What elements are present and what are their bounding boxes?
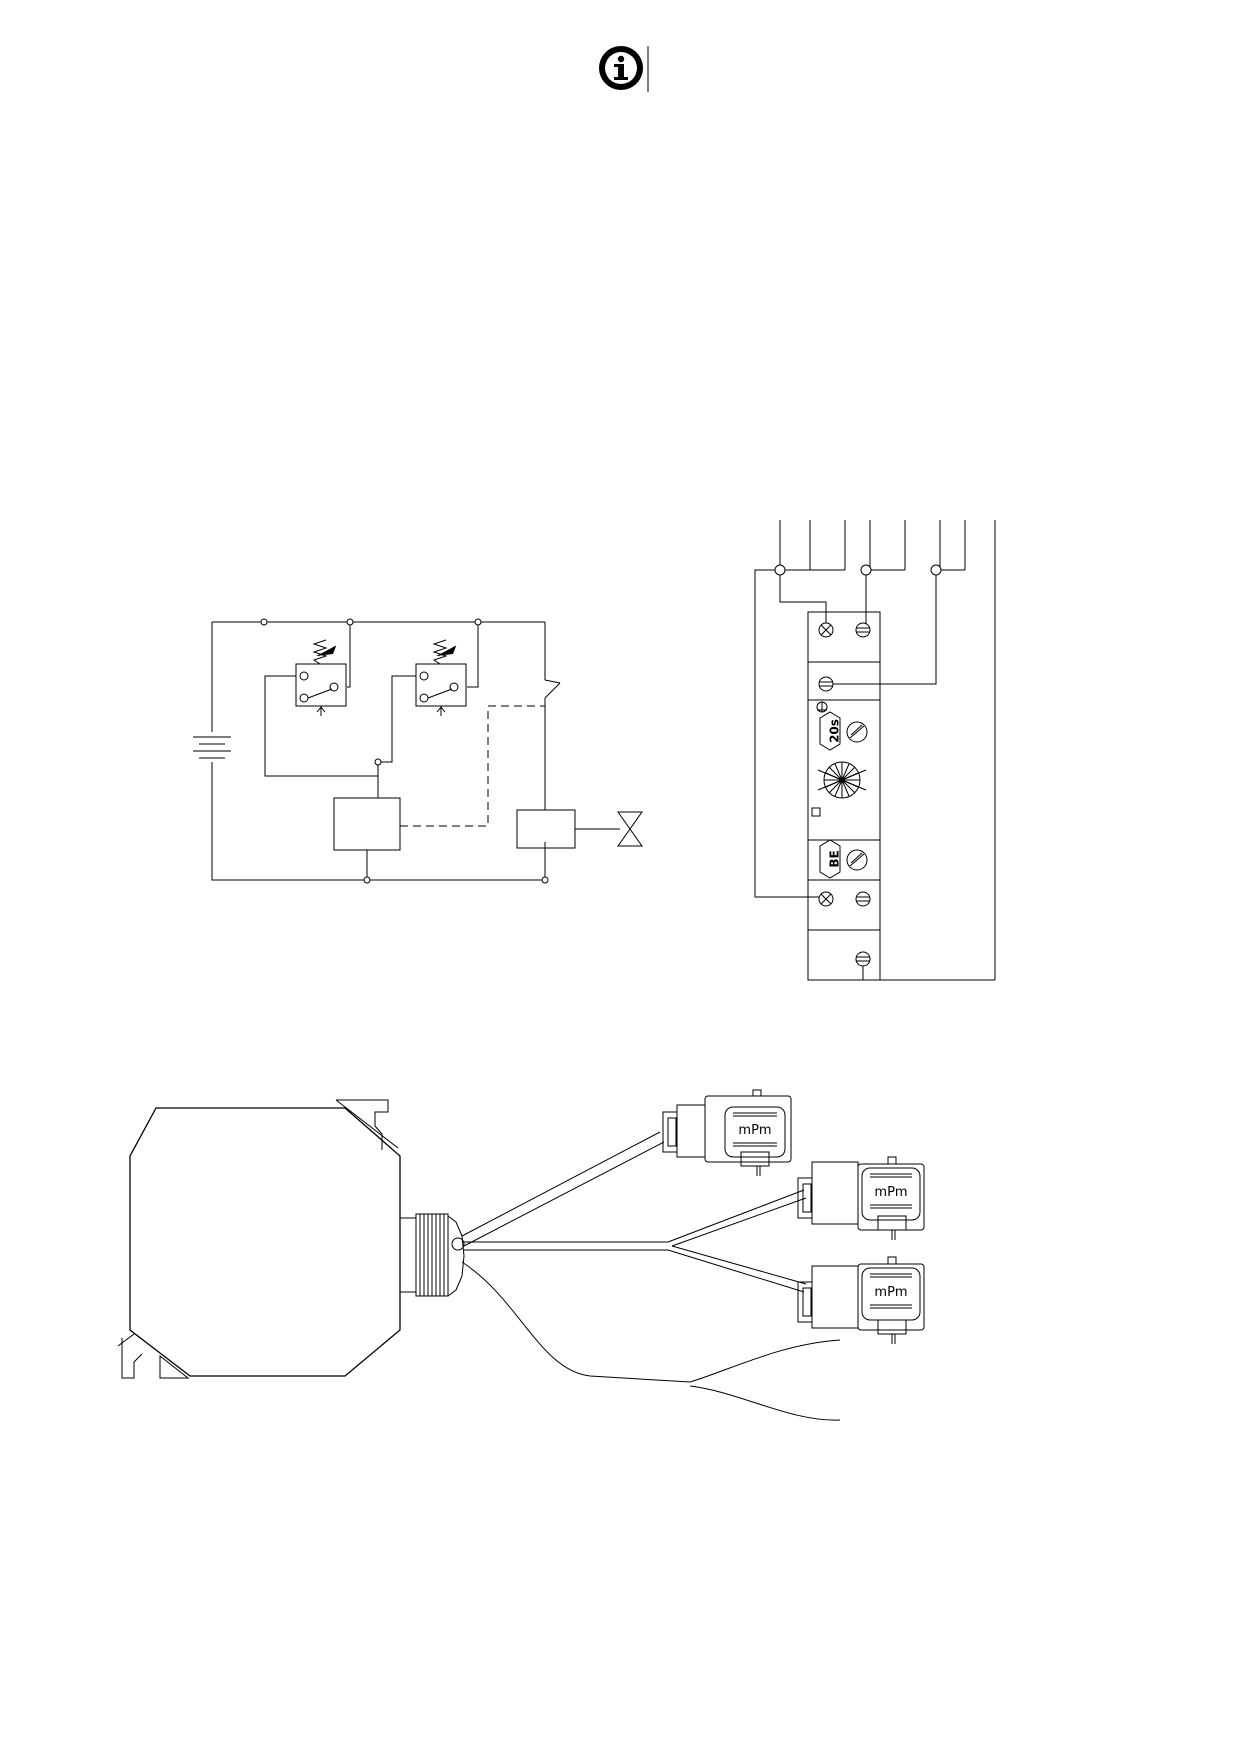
time-label: 20s [828,719,842,743]
pressure-switch-2 [378,622,479,763]
time-dial [817,761,867,799]
valve-connector-3: mPm [797,1256,925,1344]
terminal-screw [855,891,871,907]
timer-unit-wiring: 20s BE [754,520,996,981]
cable-gland [399,1213,465,1297]
time-setting: 20s [819,711,868,751]
circuit-schematic [193,618,643,884]
timer-housing [807,611,881,981]
terminal-screw [818,622,834,638]
pressure-switch-1 [264,622,378,777]
terminal-screw [855,622,871,638]
valve-connector-2: mPm [797,1156,925,1240]
indicator-icon [816,701,828,713]
info-icon [599,46,649,92]
battery-symbol [193,732,231,762]
mode-label: BE [828,850,842,867]
control-enclosure [117,1099,401,1379]
mode-setting: BE [819,839,868,879]
valve-symbol [617,811,643,847]
valve-actuator-box [516,809,576,849]
connector-label: mPm [874,1185,907,1200]
controller-box [333,797,401,851]
indicator-led [811,807,821,817]
terminal-screw [818,676,834,692]
terminal-screw [855,951,871,967]
terminal-screw [818,891,834,907]
connector-label: mPm [738,1123,771,1138]
relay-contact [544,679,561,880]
valve-connector-1: mPm [662,1089,792,1176]
connector-label: mPm [874,1285,907,1300]
cable-assembly: mPm mPm [117,1089,925,1421]
